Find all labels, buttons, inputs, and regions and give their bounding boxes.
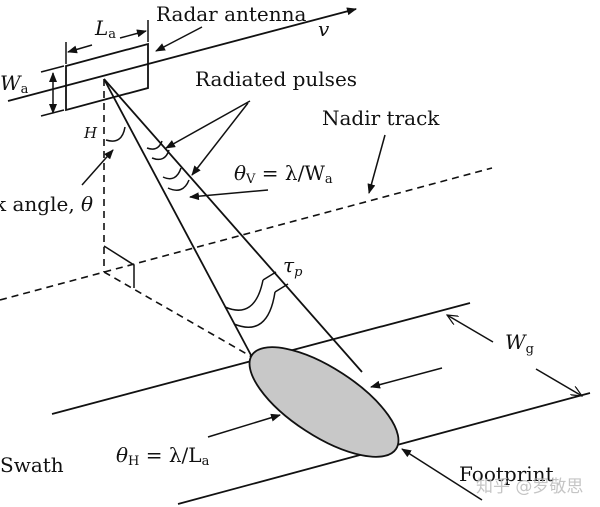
horizontal-beamwidth-label: θH = λ/La: [116, 443, 210, 469]
footprint-pointer: [401, 448, 483, 501]
ground-width-pointer-bottom: [535, 368, 582, 396]
antenna-length-arrow-left: [67, 44, 93, 54]
pulse-length-tick-2: [274, 283, 289, 293]
pulse-arc-large-2: [233, 291, 276, 329]
ground-swath-width-label: Wg: [505, 330, 534, 357]
footprint-width-pointer: [370, 367, 443, 389]
pulse-arc-2: [151, 149, 170, 161]
pulse-arc-3: [162, 167, 182, 180]
antenna-width-label: Wa: [0, 71, 29, 97]
height-label: H: [83, 124, 98, 142]
antenna-width-extension-top: [40, 65, 65, 73]
nadir-track-label: Nadir track: [322, 106, 440, 130]
antenna-length-arrow-right: [119, 29, 147, 39]
look-angle-arc: [105, 126, 126, 142]
vertical-beamwidth-label: θV = λ/Wa: [234, 161, 333, 187]
nadir-to-footprint-line: [103, 271, 253, 358]
pulse-length-tick-1: [262, 271, 277, 281]
look-angle-pointer: [81, 149, 114, 186]
horizontal-beamwidth-pointer: [207, 413, 281, 438]
footprint-label: Footprint: [459, 462, 554, 486]
nadir-track-pointer: [367, 134, 386, 194]
radar-antenna-label: Radar antenna: [156, 2, 307, 26]
look-angle-label: k angle, θ: [0, 192, 93, 216]
ground-width-pointer-top: [447, 315, 494, 343]
velocity-label: v: [318, 17, 330, 41]
swath-label: Swath: [0, 453, 64, 477]
pulse-arc-1: [146, 140, 163, 150]
antenna-length-label: La: [94, 16, 116, 42]
pulse-arc-large-1: [224, 279, 264, 311]
nadir-track-line: [0, 167, 493, 301]
pulse-arc-4: [167, 179, 190, 191]
radar-antenna-box: [65, 42, 149, 112]
radiated-pulses-label: Radiated pulses: [195, 67, 357, 91]
radiated-pulses-pointer-1: [165, 100, 251, 149]
vertical-beamwidth-pointer: [189, 189, 269, 201]
right-angle-marker: [103, 245, 135, 288]
radiated-pulses-pointer-2: [191, 102, 249, 176]
watermark-text: 知乎 @罗敬思: [476, 477, 583, 497]
beam-edge-near: [103, 78, 253, 358]
footprint-ellipse: [248, 346, 400, 458]
pulse-length-label: τp: [283, 253, 303, 280]
radar-antenna-pointer: [155, 26, 203, 52]
beam-edge-far: [103, 78, 363, 373]
